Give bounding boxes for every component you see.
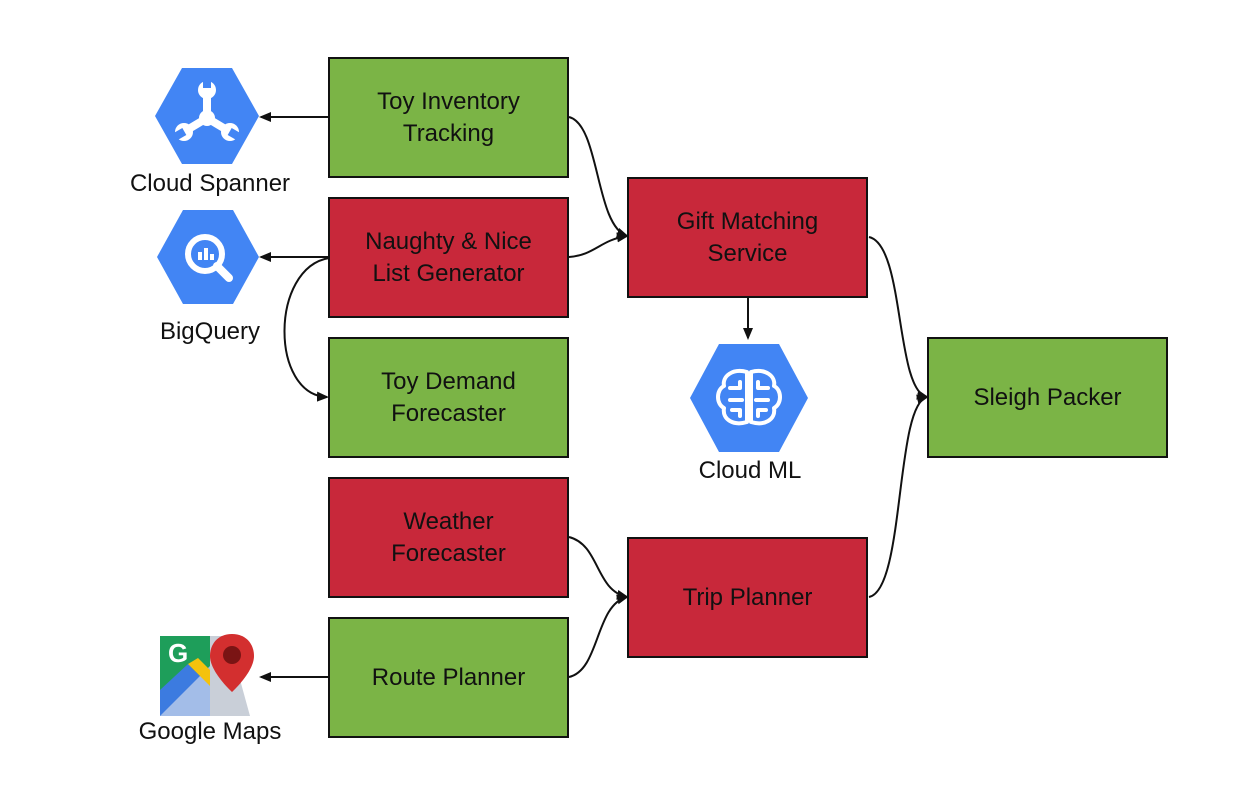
node-label: Toy Demand Forecaster	[381, 367, 516, 427]
edge-weather-to-trip-planner	[568, 536, 629, 600]
node-toy-demand-forecaster[interactable]: Toy Demand Forecaster	[328, 337, 569, 458]
node-sleigh-packer[interactable]: Sleigh Packer	[927, 337, 1168, 458]
bigquery-icon	[157, 210, 259, 304]
node-label: Route Planner	[371, 663, 526, 691]
node-label: Naughty & Nice List Generator	[365, 227, 532, 287]
node-toy-inventory-tracking[interactable]: Toy Inventory Tracking	[328, 57, 569, 178]
cloud-ml-label: Cloud ML	[698, 457, 802, 484]
edge-route-planner-to-trip-planner	[568, 594, 629, 678]
node-naughty-nice-list-generator[interactable]: Naughty & Nice List Generator	[328, 197, 569, 318]
node-route-planner[interactable]: Route Planner	[328, 617, 569, 738]
node-trip-planner[interactable]: Trip Planner	[627, 537, 868, 658]
google-maps-label: Google Maps	[138, 718, 282, 745]
node-label: Weather Forecaster	[391, 507, 506, 567]
node-weather-forecaster[interactable]: Weather Forecaster	[328, 477, 569, 598]
node-label: Sleigh Packer	[973, 383, 1122, 411]
node-label: Toy Inventory Tracking	[377, 87, 520, 147]
edge-naughty-nice-to-gift-matching	[568, 232, 629, 258]
bigquery-label: BigQuery	[159, 318, 261, 345]
brain-icon	[690, 344, 808, 452]
maps-pin-icon: G	[160, 634, 254, 716]
edge-trip-planner-to-sleigh-packer	[868, 394, 929, 598]
spanner-icon	[155, 68, 259, 164]
node-gift-matching-service[interactable]: Gift Matching Service	[627, 177, 868, 298]
edge-gift-matching-to-sleigh-packer	[868, 236, 929, 400]
cloud-spanner-label: Cloud Spanner	[129, 170, 291, 197]
node-label: Gift Matching Service	[676, 207, 819, 267]
node-label: Trip Planner	[682, 583, 813, 611]
edge-toy-inventory-to-gift-matching	[568, 116, 629, 238]
maps-g-glyph: G	[168, 638, 188, 668]
edge-naughty-nice-to-toy-demand	[283, 257, 330, 402]
